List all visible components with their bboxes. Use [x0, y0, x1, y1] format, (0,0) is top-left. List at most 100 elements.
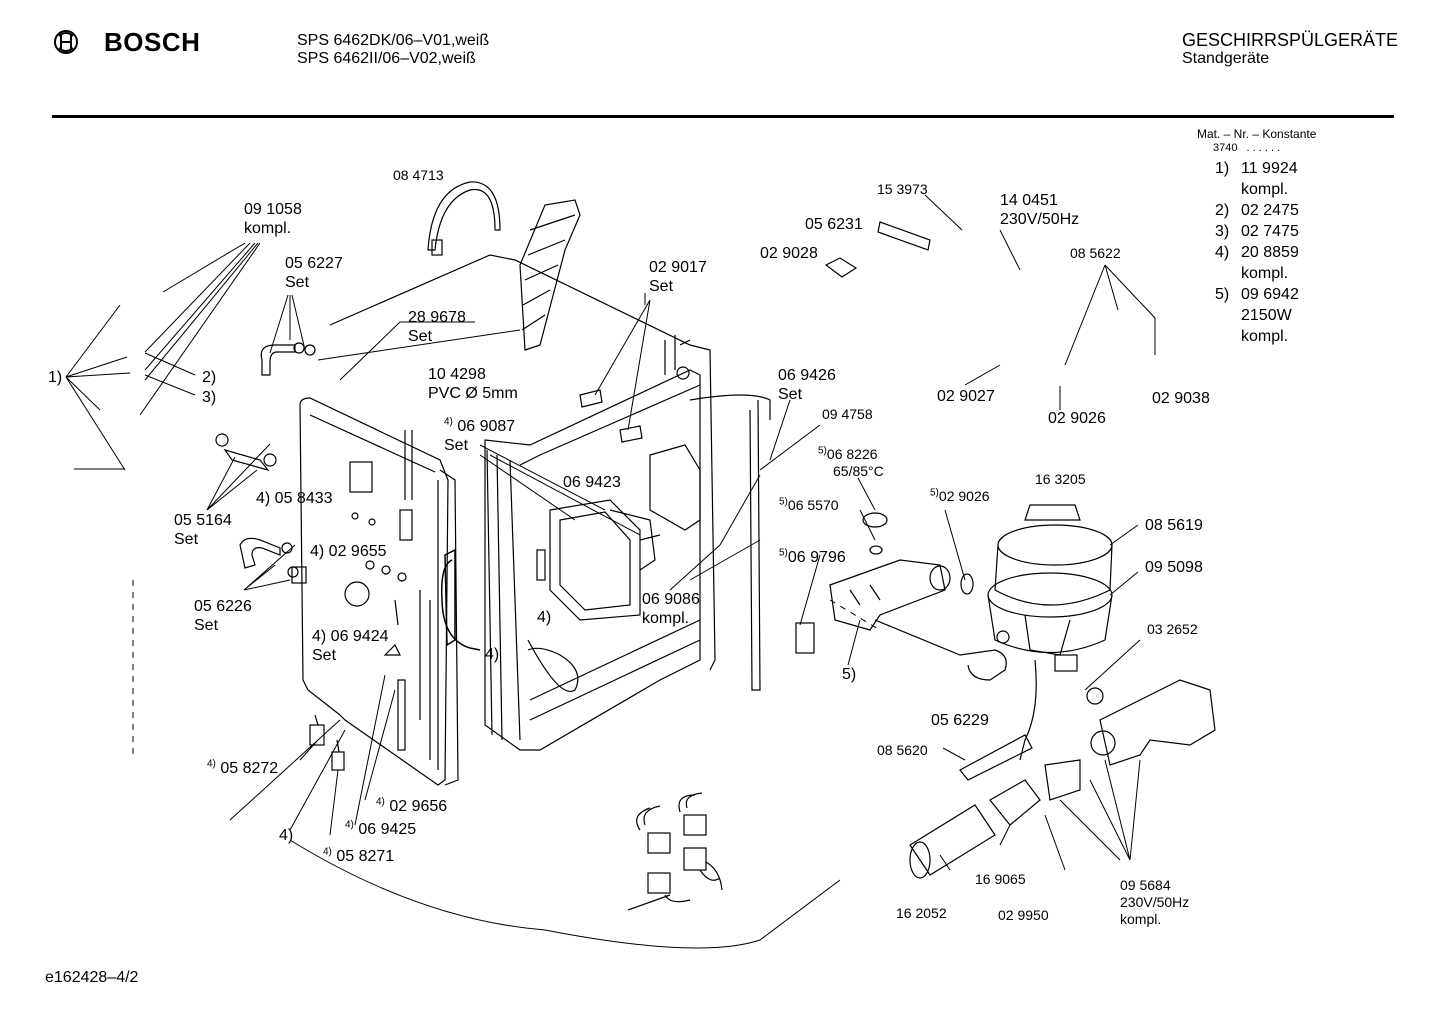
- legend-item: kompl.: [1215, 326, 1299, 347]
- legend-constant: 3740 . . . . . .: [1213, 142, 1280, 154]
- legend-value: 02 2475: [1241, 202, 1299, 219]
- legend-list: 1)11 9924 kompl. 2)02 2475 3) 02 7475 4)2…: [1215, 158, 1299, 347]
- part-note: 230V/50Hz: [1120, 894, 1190, 910]
- heater-element: [440, 548, 481, 651]
- part-number: 02 9656: [389, 798, 448, 815]
- part-label: 02 9027: [937, 388, 995, 405]
- legend-value: 2150W: [1241, 307, 1292, 324]
- brand-name: BOSCH: [104, 27, 201, 57]
- part-label: 4) 05 8433: [256, 490, 333, 507]
- part-number: 06 9796: [787, 549, 846, 566]
- part-number: 06 9425: [358, 821, 417, 838]
- legend-key: 5): [1215, 286, 1230, 303]
- part-note: PVC Ø 5mm: [428, 385, 518, 402]
- part-label: 5): [842, 666, 857, 683]
- part-label: 4): [279, 827, 294, 844]
- legend-item: 2)02 2475: [1215, 200, 1299, 221]
- part-note: Set: [174, 531, 199, 548]
- part-label: 4): [537, 609, 552, 626]
- part-number: 14 0451: [1000, 192, 1058, 209]
- aqua-sensor: [824, 221, 931, 278]
- part-label: 05 6231: [805, 216, 863, 233]
- legend-value: kompl.: [1241, 328, 1289, 345]
- part-label: 16 3205: [1035, 471, 1086, 487]
- part-footnote: 5): [930, 487, 939, 499]
- legend-item: 4)20 8859: [1215, 242, 1299, 263]
- part-number: 05 6226: [194, 598, 252, 615]
- legend-dots: . . . . . .: [1246, 142, 1281, 154]
- legend-item: 1)11 9924: [1215, 158, 1299, 179]
- part-label: 4) 05 8272: [207, 759, 278, 778]
- cabinet-frame: [329, 254, 716, 751]
- part-label: 5)02 9026: [930, 488, 990, 505]
- part-number: 06 9086: [642, 591, 700, 608]
- part-number: 09 5684: [1120, 877, 1171, 893]
- part-number: 05 6227: [285, 255, 343, 272]
- dashed-marks: [132, 580, 881, 760]
- model-line-1: SPS 6462DK/06–V01,weiß: [297, 32, 490, 49]
- pressure-switches: [309, 714, 345, 771]
- legend-title: Mat. – Nr. – Konstante: [1197, 127, 1317, 141]
- bosch-logo-icon: [54, 30, 78, 54]
- drain-hoses: [909, 734, 1081, 879]
- legend-key: 3): [1215, 223, 1230, 240]
- pump-assembly: [987, 504, 1113, 761]
- part-number: 02 9017: [649, 259, 707, 276]
- part-footnote: 5): [818, 445, 827, 457]
- part-note: 230V/50Hz: [1000, 211, 1080, 228]
- part-label: 08 4713: [393, 167, 444, 183]
- part-note: Set: [194, 617, 219, 634]
- solenoid-valve: [1086, 679, 1216, 766]
- part-number: 06 9087: [457, 418, 516, 435]
- part-number: 05 8271: [336, 848, 395, 865]
- part-note: kompl.: [642, 610, 690, 627]
- part-label: 15 3973: [877, 181, 928, 197]
- part-label: 06 9423: [563, 474, 621, 491]
- part-footnote: 4): [345, 819, 354, 831]
- part-label: 05 6229: [931, 712, 989, 729]
- legend-key: 1): [1215, 160, 1230, 177]
- part-number: 06 9426: [778, 367, 836, 384]
- legend-value: 20 8859: [1241, 244, 1299, 261]
- legend-value: kompl.: [1241, 181, 1289, 198]
- part-note: Set: [444, 437, 469, 454]
- side-panel: [299, 397, 459, 786]
- legend-value: 09 6942: [1241, 286, 1299, 303]
- part-label: 08 5620: [877, 742, 928, 758]
- part-number: 4) 06 9424: [312, 628, 389, 645]
- legend-value: kompl.: [1241, 265, 1289, 282]
- part-footnote: 4): [376, 796, 385, 808]
- hose-parts: [215, 342, 316, 584]
- part-label: 3): [202, 389, 217, 406]
- part-footnote: 5): [779, 547, 788, 559]
- part-label: 4) 02 9656: [376, 797, 447, 816]
- part-footnote: 5): [779, 496, 788, 508]
- category-subtitle: Standgeräte: [1182, 50, 1270, 67]
- part-label: 4) 06 9425: [345, 820, 416, 839]
- model-line-2: SPS 6462II/06–V02,weiß: [297, 50, 476, 67]
- part-label: 08 5619: [1145, 517, 1203, 534]
- part-note: kompl.: [244, 220, 292, 237]
- air-duct: [519, 199, 581, 351]
- part-label: 5)06 9796: [779, 548, 846, 567]
- legend-item: 2150W: [1215, 305, 1299, 326]
- legend-value: 02 7475: [1241, 223, 1299, 240]
- part-label: 4): [485, 646, 500, 663]
- document-id: e162428–4/2: [45, 969, 139, 986]
- part-label: 06 9086 kompl.: [642, 590, 700, 628]
- part-label: 16 9065: [975, 871, 1026, 887]
- part-label: 02 9950: [998, 907, 1049, 923]
- part-note: 65/85°C: [833, 463, 884, 479]
- leader-lines-right: [229, 194, 1156, 949]
